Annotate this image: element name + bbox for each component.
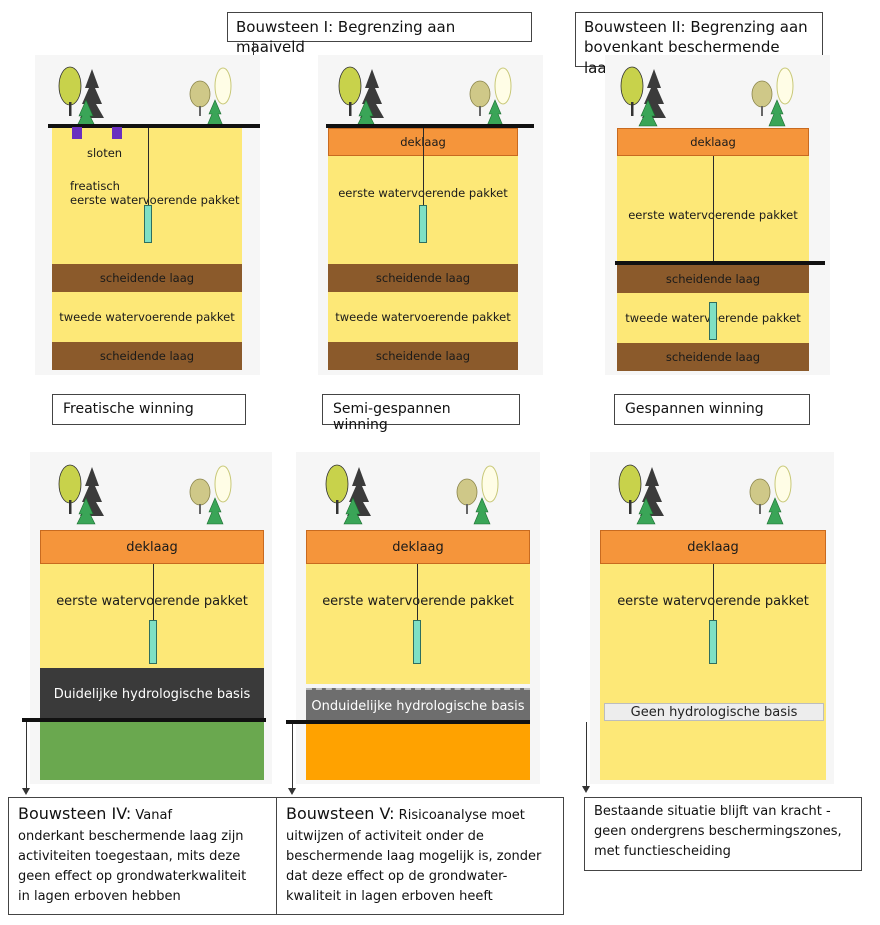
cover-label: deklaag xyxy=(392,539,444,555)
panel-6-arrowhead xyxy=(582,786,590,793)
desc-6-line2: met functiescheiding xyxy=(594,844,731,860)
basis-label: Onduidelijke hydrologische basis xyxy=(311,698,525,714)
panel-freatisch-sep1: scheidende laag xyxy=(52,264,242,292)
panel-semi-aquifer2: tweede watervoerende pakket xyxy=(328,292,518,342)
desc-bouwsteen-5: Bouwsteen V: Risicoanalyse moet uitwijze… xyxy=(276,797,564,915)
sep1-label: scheidende laag xyxy=(375,271,471,285)
panel-4-well-screen xyxy=(149,620,157,664)
panel-4-trees xyxy=(58,464,232,525)
caption-gespannen-text: Gespannen winning xyxy=(625,401,764,417)
panel-gespannen-cover: deklaag xyxy=(617,128,809,156)
panel-5-boundary xyxy=(286,720,530,724)
panel-gespannen-sep1: scheidende laag xyxy=(617,265,809,293)
panel-6-arrow xyxy=(586,722,587,788)
panel-semi-well-line xyxy=(423,128,424,206)
sep1-label: scheidende laag xyxy=(665,272,761,286)
desc-bouwsteen-4: Bouwsteen IV: Vanaf onderkant beschermen… xyxy=(8,797,282,915)
aquifer1-label-line2: eerste watervoerende pakket xyxy=(70,192,240,207)
panel-4-cover: deklaag xyxy=(40,530,264,564)
aquifer1-label: eerste watervoerende pakket xyxy=(338,186,508,200)
caption-gespannen: Gespannen winning xyxy=(614,394,810,425)
cover-label: deklaag xyxy=(687,539,739,555)
aquifer2-label: tweede watervoerende pakket xyxy=(59,310,235,324)
desc-5-line4: kwaliteit in lagen erboven heeft xyxy=(286,889,493,905)
panel-6-basis: Geen hydrologische basis xyxy=(604,703,824,721)
panel-gespannen-boundary xyxy=(615,261,825,265)
panel-freatisch-well-screen xyxy=(144,205,152,243)
cover-label: deklaag xyxy=(690,135,736,149)
bouwsteen-2-line1: Bouwsteen II: Begrenzing aan xyxy=(584,18,808,36)
sep1-label: scheidende laag xyxy=(99,271,195,285)
desc-4-line1: onderkant beschermende laag zijn xyxy=(18,828,244,844)
panel-semi-sep2: scheidende laag xyxy=(328,342,518,370)
desc-5-line2: beschermende laag mogelijk is, zonder xyxy=(286,848,542,864)
panel-freatisch-surface xyxy=(48,124,260,128)
panel-5-arrow xyxy=(292,724,293,790)
panel-4-below xyxy=(40,722,264,780)
desc-6-line0: Bestaande situatie blijft van kracht - xyxy=(594,804,831,819)
sep2-label: scheidende laag xyxy=(99,349,195,363)
desc-5-line3: dat deze effect op de grondwater- xyxy=(286,869,508,885)
panel-freatisch-aquifer1: freatisch eerste watervoerende pakket sl… xyxy=(52,128,242,264)
panel-5-below xyxy=(306,724,530,780)
sloot-1 xyxy=(72,127,82,139)
panel-gespannen-trees xyxy=(620,66,794,127)
panel-5-cover: deklaag xyxy=(306,530,530,564)
panel-semi-trees xyxy=(338,66,512,127)
panel-freatisch-sep2: scheidende laag xyxy=(52,342,242,370)
panel-freatisch-trees xyxy=(58,66,232,127)
panel-gespannen-well-screen xyxy=(709,302,717,340)
desc-5-line1: uitwijzen of activiteit onder de xyxy=(286,828,484,844)
caption-semi: Semi-gespannen winning xyxy=(322,394,520,433)
panel-5-well-screen xyxy=(413,620,421,664)
desc-4-line4: in lagen erboven hebben xyxy=(18,889,181,905)
panel-4-boundary xyxy=(22,718,266,722)
sloten-label: sloten xyxy=(87,146,123,160)
desc-4-line2: activiteiten toegestaan, mits deze xyxy=(18,848,241,864)
desc-bouwsteen-6: Bestaande situatie blijft van kracht - g… xyxy=(584,797,862,871)
panel-semi-sep1: scheidende laag xyxy=(328,264,518,292)
sep2-label: scheidende laag xyxy=(665,350,761,364)
panel-6-well-screen xyxy=(709,620,717,664)
panel-5-trees xyxy=(325,464,499,525)
panel-semi-surface xyxy=(326,124,534,128)
panel-4-arrow xyxy=(26,722,27,790)
panel-6-trees xyxy=(618,464,792,525)
basis-label: Geen hydrologische basis xyxy=(630,704,798,720)
basis-label: Duidelijke hydrologische basis xyxy=(53,686,251,702)
desc-4-line0: Vanaf xyxy=(131,808,173,823)
panel-gespannen-sep2: scheidende laag xyxy=(617,343,809,371)
bouwsteen-1-text: Bouwsteen I: Begrenzing aan maaiveld xyxy=(236,18,456,57)
panel-freatisch-well-line xyxy=(148,128,149,206)
sloot-2 xyxy=(112,127,122,139)
desc-6-line1: geen ondergrens beschermingszones, xyxy=(594,824,842,840)
desc-4-title: Bouwsteen IV: xyxy=(18,804,132,823)
panel-5-basis: Onduidelijke hydrologische basis xyxy=(306,688,530,722)
panel-4-basis: Duidelijke hydrologische basis xyxy=(40,668,264,720)
panel-semi-well-screen xyxy=(419,205,427,243)
panel-6-cover: deklaag xyxy=(600,530,826,564)
desc-5-line0: Risicoanalyse moet xyxy=(394,808,525,823)
aquifer1-label: eerste watervoerende pakket xyxy=(628,208,798,222)
panel-6-well-line xyxy=(713,564,714,622)
caption-semi-text: Semi-gespannen winning xyxy=(333,401,451,433)
panel-5-arrowhead xyxy=(288,788,296,795)
sep2-label: scheidende laag xyxy=(375,349,471,363)
desc-5-title: Bouwsteen V: xyxy=(286,804,395,823)
cover-label: deklaag xyxy=(126,539,178,555)
panel-gespannen-well-line xyxy=(713,156,714,304)
aquifer1-label: eerste watervoerende pakket xyxy=(56,594,248,609)
caption-freatisch: Freatische winning xyxy=(52,394,246,425)
desc-4-line3: geen effect op grondwaterkwaliteit xyxy=(18,869,247,885)
aquifer1-label: eerste watervoerende pakket xyxy=(322,594,514,609)
panel-4-arrowhead xyxy=(22,788,30,795)
aquifer2-label: tweede watervoerende pakket xyxy=(335,310,511,324)
panel-freatisch-aquifer2: tweede watervoerende pakket xyxy=(52,292,242,342)
aquifer1-label-line1: freatisch xyxy=(70,179,120,193)
bouwsteen-1-label: Bouwsteen I: Begrenzing aan maaiveld xyxy=(227,12,532,56)
caption-freatisch-text: Freatische winning xyxy=(63,401,194,417)
panel-4-well-line xyxy=(153,564,154,622)
panel-5-well-line xyxy=(417,564,418,622)
